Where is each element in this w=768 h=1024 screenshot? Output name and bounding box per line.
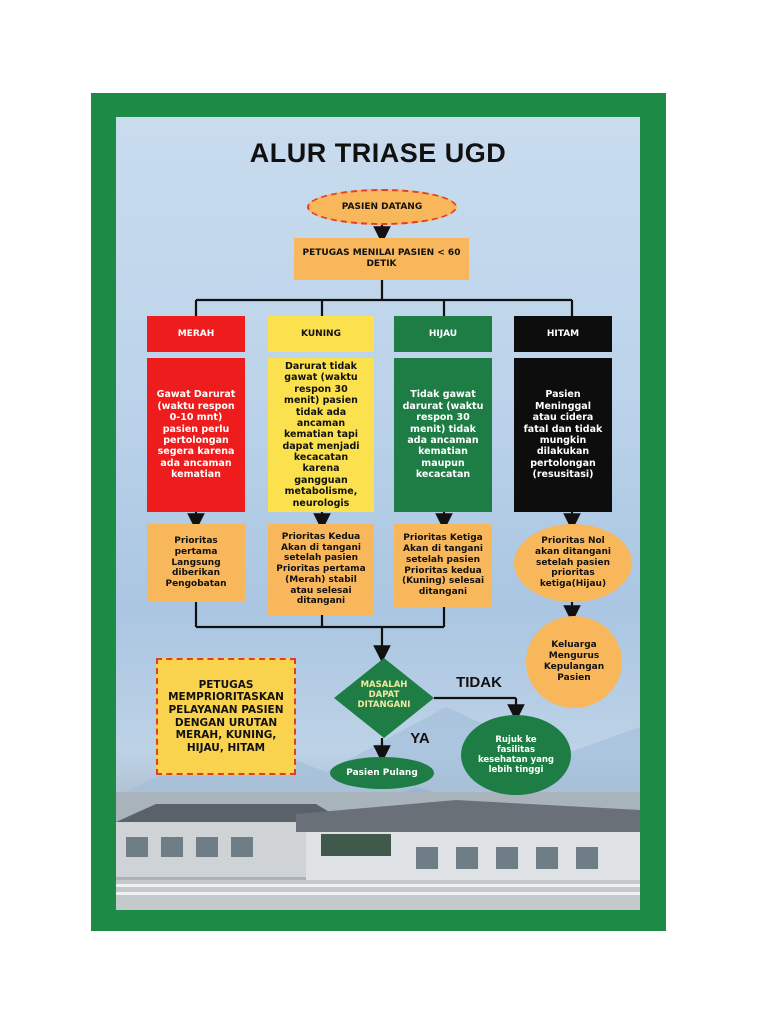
category-desc-merah: Gawat Darurat (waktu respon 0-10 mnt) pa…: [147, 358, 245, 512]
no-label: TIDAK: [456, 674, 502, 691]
start-node: PASIEN DATANG: [307, 189, 457, 225]
category-header-kuning: KUNING: [268, 316, 374, 352]
decision-text: MASALAH DAPAT DITANGANI: [357, 680, 411, 711]
priority-hijau: Prioritas Ketiga Akan di tangani setelah…: [394, 524, 492, 607]
flow-connectors: [187, 225, 581, 763]
category-header-hitam: HITAM: [514, 316, 612, 352]
assessment-box: PETUGAS MENILAI PASIEN < 60 DETIK: [294, 238, 469, 280]
family-node: Keluarga Mengurus Kepulangan Pasien: [526, 616, 622, 708]
priority-merah: Prioritas pertama Langsung diberikan Pen…: [147, 524, 245, 602]
yes-label: YA: [410, 730, 430, 747]
priority-hitam: Prioritas Nol akan ditangani setelah pas…: [514, 524, 632, 602]
building-photo: [116, 792, 640, 910]
priority-note: PETUGAS MEMPRIORITASKAN PELAYANAN PASIEN…: [156, 658, 296, 775]
refer-node: Rujuk ke fasilitas kesehatan yang lebih …: [461, 715, 571, 795]
category-header-merah: MERAH: [147, 316, 245, 352]
discharge-node: Pasien Pulang: [330, 757, 434, 789]
decision-diamond-shape: [334, 658, 434, 738]
category-desc-hijau: Tidak gawat darurat (waktu respon 30 men…: [394, 358, 492, 512]
decision-node: MASALAH DAPAT DITANGANI: [334, 658, 434, 738]
category-header-hijau: HIJAU: [394, 316, 492, 352]
priority-kuning: Prioritas Kedua Akan di tangani setelah …: [268, 524, 374, 615]
category-desc-hitam: Pasien Meninggal atau cidera fatal dan t…: [514, 358, 612, 512]
poster-title: ALUR TRIASE UGD: [249, 137, 507, 168]
poster: ALUR TRIASE UGD PASIEN DATANG PETUGAS ME…: [116, 117, 640, 910]
category-desc-kuning: Darurat tidak gawat (waktu respon 30 men…: [268, 358, 374, 512]
